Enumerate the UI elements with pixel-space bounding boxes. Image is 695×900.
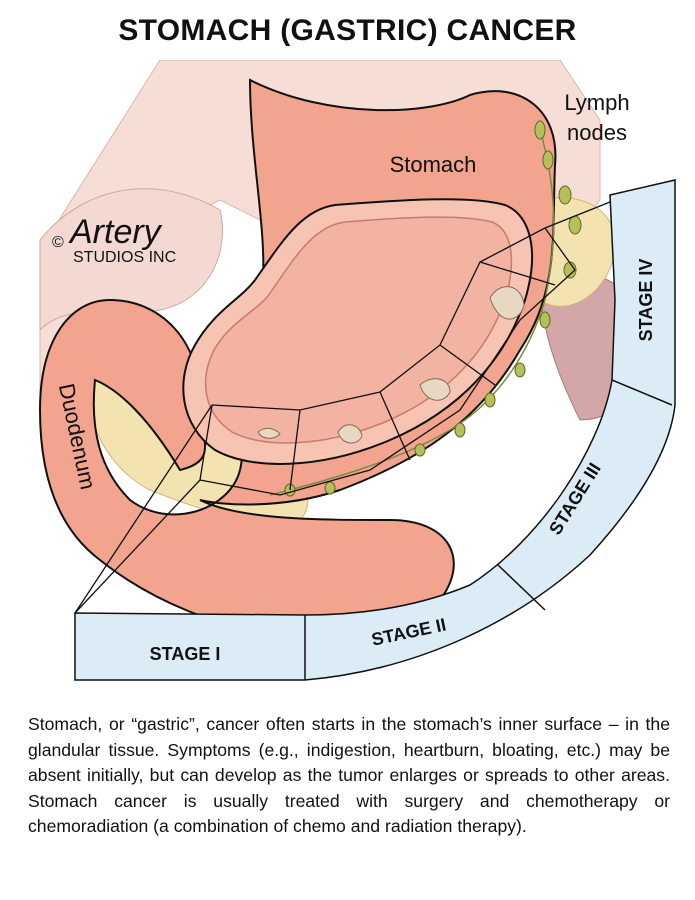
tumor-stage-ii [337,424,363,444]
tumor-stage-iv [489,286,525,320]
stage-i-label: STAGE I [150,644,221,664]
stage-band [74,179,676,681]
tumor-stage-i [257,427,281,439]
lymph-nodes [284,120,582,497]
caption-paragraph: Stomach, or “gastric”, cancer often star… [28,714,670,836]
studios-inc-text: STUDIOS INC [73,249,176,266]
tumor-stage-iii [419,378,451,401]
stomach-illustration: STAGE I STAGE II STAGE III STAGE IV Stom… [38,60,676,681]
stage-iv-label: STAGE IV [636,259,656,342]
stage-band-dividers [304,379,673,680]
artery-logo-text: Artery [68,213,163,251]
lymph-nodes-label-line2: nodes [567,120,627,145]
page-title: STOMACH (GASTRIC) CANCER [118,14,577,47]
stage-wedge-lines [74,199,616,614]
lymph-nodes-label-line1: Lymph [564,90,629,115]
copyright-symbol: © [52,234,64,251]
stomach-label: Stomach [390,152,477,177]
lymph-vessels [269,129,555,496]
